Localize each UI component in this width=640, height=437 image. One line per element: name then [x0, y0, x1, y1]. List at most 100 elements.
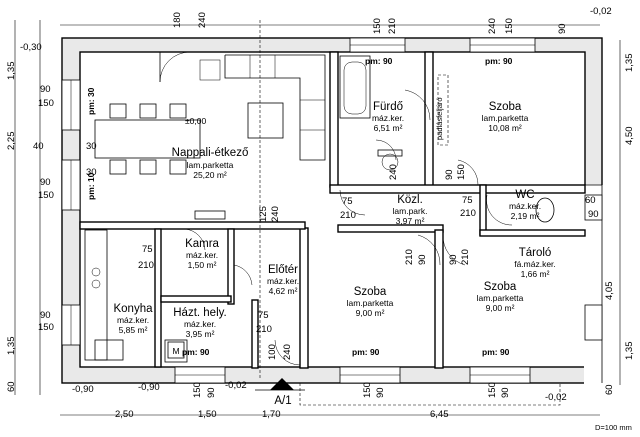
room-area: 25,20 m² — [193, 170, 227, 180]
pm-mark: pm: 90 — [182, 347, 210, 357]
dim-text: 90 — [588, 209, 599, 220]
dim-text: 1,50 — [198, 409, 217, 420]
room-floor: fá.máz.ker. — [514, 259, 556, 269]
dim-text: 1,35 — [6, 337, 17, 356]
room-floor: máz.ker. — [267, 276, 299, 286]
dims-bottom: 2,50 1,50 1,70 6,45 -0,90 -0,02 — [115, 382, 567, 420]
room-floor: lam.parketta — [477, 293, 524, 303]
room-name: Kamra — [185, 238, 219, 250]
opening-mark: 90 — [500, 387, 511, 398]
doors — [159, 51, 513, 366]
opening-mark: 90 — [448, 254, 459, 265]
dim-text: 240 — [197, 12, 208, 28]
dim-text: 210 — [387, 18, 398, 34]
room-name: Konyha — [113, 303, 153, 315]
dim-text: 60 — [604, 384, 615, 395]
furniture — [84, 54, 555, 363]
room-area: 2,19 m² — [511, 211, 540, 221]
level-mark: ±0,00 — [185, 116, 206, 126]
room-labels: Nappali-étkező lam.parketta 25,20 m² Für… — [113, 101, 555, 339]
opening-mark: 90 — [206, 387, 217, 398]
dim-text: 60 — [585, 195, 596, 206]
pm-mark: pm: 30 — [86, 87, 96, 115]
dim-text: -0,90 — [72, 384, 94, 395]
room-area: 9,00 m² — [486, 303, 515, 313]
opening-mark: 210 — [404, 249, 415, 265]
dim-text: 90 — [40, 84, 51, 95]
dim-text: 4,05 — [604, 282, 615, 301]
room-name: Közl. — [397, 194, 423, 206]
annotations: ±0,00 padlásfeljáró A/1 D=100 mm M pm: 9… — [86, 56, 632, 432]
dim-text: -0,30 — [20, 42, 42, 53]
room-name: Fürdő — [373, 101, 403, 113]
opening-mark: 150 — [362, 382, 373, 398]
dim-text: 6,45 — [430, 409, 449, 420]
room-floor: lam.park. — [393, 206, 428, 216]
opening-mark: 125 — [258, 206, 269, 222]
pm-mark: pm: 90 — [482, 347, 510, 357]
dim-text: 1,35 — [624, 342, 635, 361]
dim-text: 150 — [38, 98, 54, 109]
dim-text: 90 — [40, 177, 51, 188]
room-floor: lam.parketta — [187, 160, 234, 170]
opening-mark: 75 — [258, 310, 269, 321]
pm-mark: pm: 90 — [352, 347, 380, 357]
opening-mark: 90 — [444, 169, 455, 180]
opening-mark: 210 — [138, 260, 154, 271]
opening-mark: 210 — [256, 324, 272, 335]
opening-mark: 210 — [460, 208, 476, 219]
symbols — [199, 20, 561, 406]
room-name: WC — [515, 189, 534, 201]
room-name: Szoba — [489, 101, 522, 113]
dim-text: -0,90 — [138, 382, 160, 393]
opening-mark: 75 — [342, 196, 353, 207]
dim-text: 150 — [504, 18, 515, 34]
dim-text: 30 — [86, 141, 97, 152]
dim-text: 30 — [86, 167, 97, 178]
dims-left: 1,35 90 150 2,25 40 30 90 150 30 90 150 … — [6, 62, 97, 396]
room-name: Nappali-étkező — [172, 147, 249, 159]
dim-text: 4,50 — [624, 127, 635, 146]
attic-hatch-label: padlásfeljáró — [435, 97, 444, 140]
room-area: 5,85 m² — [119, 325, 148, 335]
room-area: 10,08 m² — [488, 123, 522, 133]
room-floor: máz.ker. — [509, 201, 541, 211]
interior-walls — [79, 51, 586, 369]
dim-text: -0,02 — [225, 380, 247, 391]
dim-text: 1,35 — [624, 54, 635, 73]
dim-text: 40 — [33, 141, 44, 152]
room-floor: lam.parketta — [347, 298, 394, 308]
room-name: Házt. hely. — [173, 307, 226, 319]
opening-mark: 240 — [270, 206, 281, 222]
opening-mark: 75 — [142, 244, 153, 255]
opening-mark: 90 — [417, 254, 428, 265]
pm-mark: pm: 90 — [485, 56, 513, 66]
windows — [61, 37, 603, 384]
room-area: 6,51 m² — [374, 123, 403, 133]
room-name: Szoba — [484, 281, 517, 293]
dims-right: 1,35 4,50 60 90 4,05 1,35 60 — [585, 54, 635, 396]
door-marks: 75 210 240 125 75 210 75 210 75 210 240 … — [138, 164, 511, 398]
dim-text: 180 — [172, 12, 183, 28]
opening-mark: 90 — [375, 387, 386, 398]
opening-mark: 150 — [487, 382, 498, 398]
room-name: Tároló — [519, 247, 552, 259]
dim-text: 2,25 — [6, 132, 17, 151]
opening-mark: 210 — [460, 249, 471, 265]
room-floor: lam.parketta — [482, 113, 529, 123]
pm-mark: pm: 90 — [365, 56, 393, 66]
room-floor: máz.ker. — [186, 250, 218, 260]
opening-mark: 150 — [192, 382, 203, 398]
room-area: 3,97 m² — [396, 216, 425, 226]
dims-top: 180 240 150 210 240 150 90 -0,02 -0,30 -… — [20, 6, 612, 391]
opening-mark: 75 — [462, 195, 473, 206]
dim-text: 150 — [38, 322, 54, 333]
room-name: Előtér — [268, 264, 298, 276]
dimension-lines — [14, 20, 621, 416]
room-area: 1,50 m² — [188, 260, 217, 270]
dim-text: -0,02 — [545, 392, 567, 403]
room-area: 4,62 m² — [269, 286, 298, 296]
dim-text: 90 — [40, 310, 51, 321]
dim-text: 2,50 — [115, 409, 134, 420]
dim-text: 60 — [6, 381, 17, 392]
